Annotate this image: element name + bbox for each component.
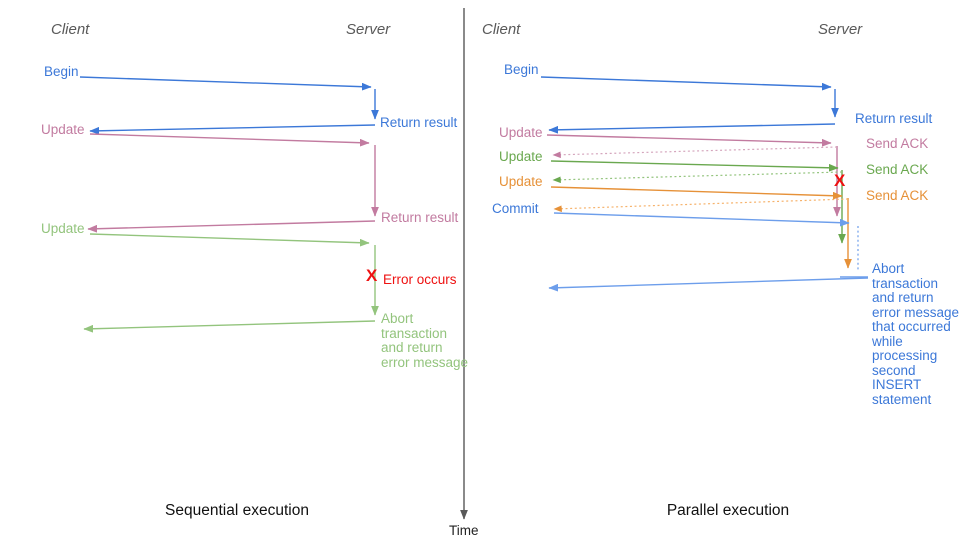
left-return-result-1-arrow	[89, 124, 376, 135]
right-commit-label: Commit	[492, 201, 539, 216]
right-error-x-icon: X	[834, 171, 846, 190]
left-error-x-icon: X	[366, 266, 378, 285]
left-abort-return-arrow	[83, 320, 376, 333]
right-send-ack-1-label: Send ACK	[866, 136, 929, 151]
right-update-3-label: Update	[499, 174, 543, 189]
left-begin-arrow	[79, 76, 372, 91]
right-update-3-arrow	[550, 186, 843, 200]
right-send-ack-3-label: Send ACK	[866, 188, 929, 203]
right-send-ack-2-arrow	[552, 171, 843, 184]
right-update-2-arrow	[550, 160, 839, 172]
right-abort-return-arrow	[548, 277, 869, 292]
left-return-result-2-arrow	[87, 220, 376, 233]
right-begin-label: Begin	[504, 62, 539, 77]
right-commit-arrow	[553, 212, 850, 227]
left-update-1-arrow	[89, 133, 370, 147]
time-axis-label: Time	[449, 523, 479, 538]
right-update-1-arrow	[546, 134, 832, 147]
left-begin-label: Begin	[44, 64, 79, 79]
left-update-2-arrow	[89, 233, 370, 247]
right-begin-arrow	[540, 76, 832, 91]
right-return-result-label: Return result	[855, 111, 933, 126]
right-client-header: Client	[482, 21, 521, 38]
left-abort-message: Abort transaction and return error messa…	[381, 311, 469, 370]
left-diagram-title: Sequential execution	[165, 502, 309, 519]
left-server-header: Server	[346, 21, 391, 38]
right-abort-message: Abort transaction and return error messa…	[872, 261, 960, 407]
left-return-result-1-label: Return result	[380, 115, 458, 130]
right-diagram-title: Parallel execution	[666, 502, 790, 519]
left-return-result-2-label: Return result	[381, 210, 459, 225]
right-send-ack-2-label: Send ACK	[866, 162, 929, 177]
right-return-result-arrow	[548, 123, 836, 134]
right-update-1-label: Update	[499, 125, 543, 140]
right-send-ack-1-arrow	[552, 146, 838, 159]
left-client-header: Client	[51, 21, 90, 38]
right-send-ack-3-arrow	[553, 198, 849, 213]
left-update-2-label: Update	[41, 221, 85, 236]
left-error-occurs-label: Error occurs	[383, 272, 457, 287]
right-server-header: Server	[818, 21, 863, 38]
left-update-1-label: Update	[41, 122, 85, 137]
right-update-2-label: Update	[499, 149, 543, 164]
